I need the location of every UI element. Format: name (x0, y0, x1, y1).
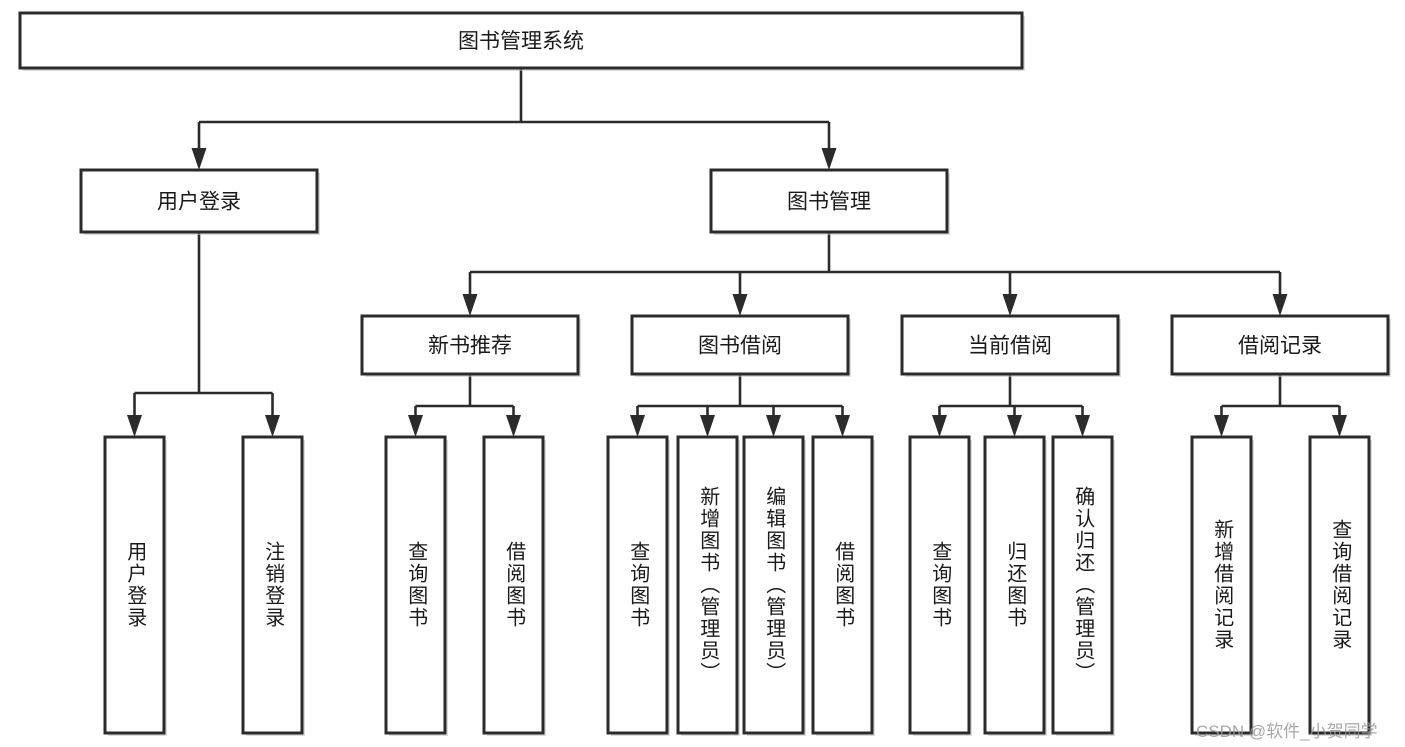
node-box-leaf-query-book-1[interactable] (384, 435, 447, 735)
arrow-head-icon (506, 415, 521, 437)
arrow-head-icon (265, 415, 280, 437)
arrow-head-icon (1002, 294, 1018, 316)
node-label-user-login: 用户登录 (157, 191, 241, 214)
node-box-current-borrow[interactable] (900, 314, 1120, 376)
node-box-leaf-user-login[interactable] (103, 435, 166, 735)
node-label-new-book-recommend: 新书推荐 (428, 335, 512, 358)
node-layer (18, 11, 1391, 736)
node-box-leaf-edit-book[interactable] (742, 435, 805, 735)
arrow-head-icon (732, 294, 748, 316)
arrow-head-icon (821, 148, 837, 170)
node-box-book-manage[interactable] (709, 168, 949, 234)
node-box-new-book-recommend[interactable] (360, 314, 580, 376)
arrow-head-icon (1272, 294, 1288, 316)
node-box-root[interactable] (18, 11, 1024, 70)
node-box-leaf-return-book[interactable] (983, 435, 1046, 735)
node-box-leaf-borrow-book-1[interactable] (482, 435, 545, 735)
arrow-head-icon (191, 148, 207, 170)
arrow-head-icon (408, 415, 423, 437)
arrow-head-icon (1007, 415, 1022, 437)
node-box-leaf-confirm-return[interactable] (1051, 435, 1114, 735)
node-label-current-borrow: 当前借阅 (968, 335, 1052, 358)
node-box-book-borrow[interactable] (630, 314, 850, 376)
node-box-leaf-query-record[interactable] (1308, 435, 1371, 735)
node-box-leaf-add-book[interactable] (676, 435, 739, 735)
node-box-leaf-borrow-book-2[interactable] (811, 435, 874, 735)
arrow-head-icon (835, 415, 850, 437)
arrow-head-icon (630, 415, 645, 437)
node-label-root: 图书管理系统 (458, 30, 584, 53)
arrow-head-icon (127, 415, 142, 437)
node-box-leaf-user-logout[interactable] (241, 435, 304, 735)
arrow-head-icon (462, 294, 478, 316)
node-box-leaf-query-book-3[interactable] (908, 435, 971, 735)
node-box-borrow-record[interactable] (1170, 314, 1390, 376)
arrow-head-icon (700, 415, 715, 437)
node-label-borrow-record: 借阅记录 (1238, 335, 1322, 358)
connector-layer (127, 68, 1347, 437)
node-box-user-login[interactable] (79, 168, 319, 234)
arrow-head-icon (766, 415, 781, 437)
node-label-book-borrow: 图书借阅 (698, 335, 782, 358)
arrow-head-icon (1332, 415, 1347, 437)
arrow-head-icon (932, 415, 947, 437)
node-box-leaf-query-book-2[interactable] (606, 435, 669, 735)
watermark-text: CSDN @软件_小贺同学 (1196, 722, 1378, 741)
node-box-leaf-add-record[interactable] (1190, 435, 1253, 735)
arrow-head-icon (1214, 415, 1229, 437)
arrow-head-icon (1075, 415, 1090, 437)
node-label-book-manage: 图书管理 (787, 191, 871, 214)
